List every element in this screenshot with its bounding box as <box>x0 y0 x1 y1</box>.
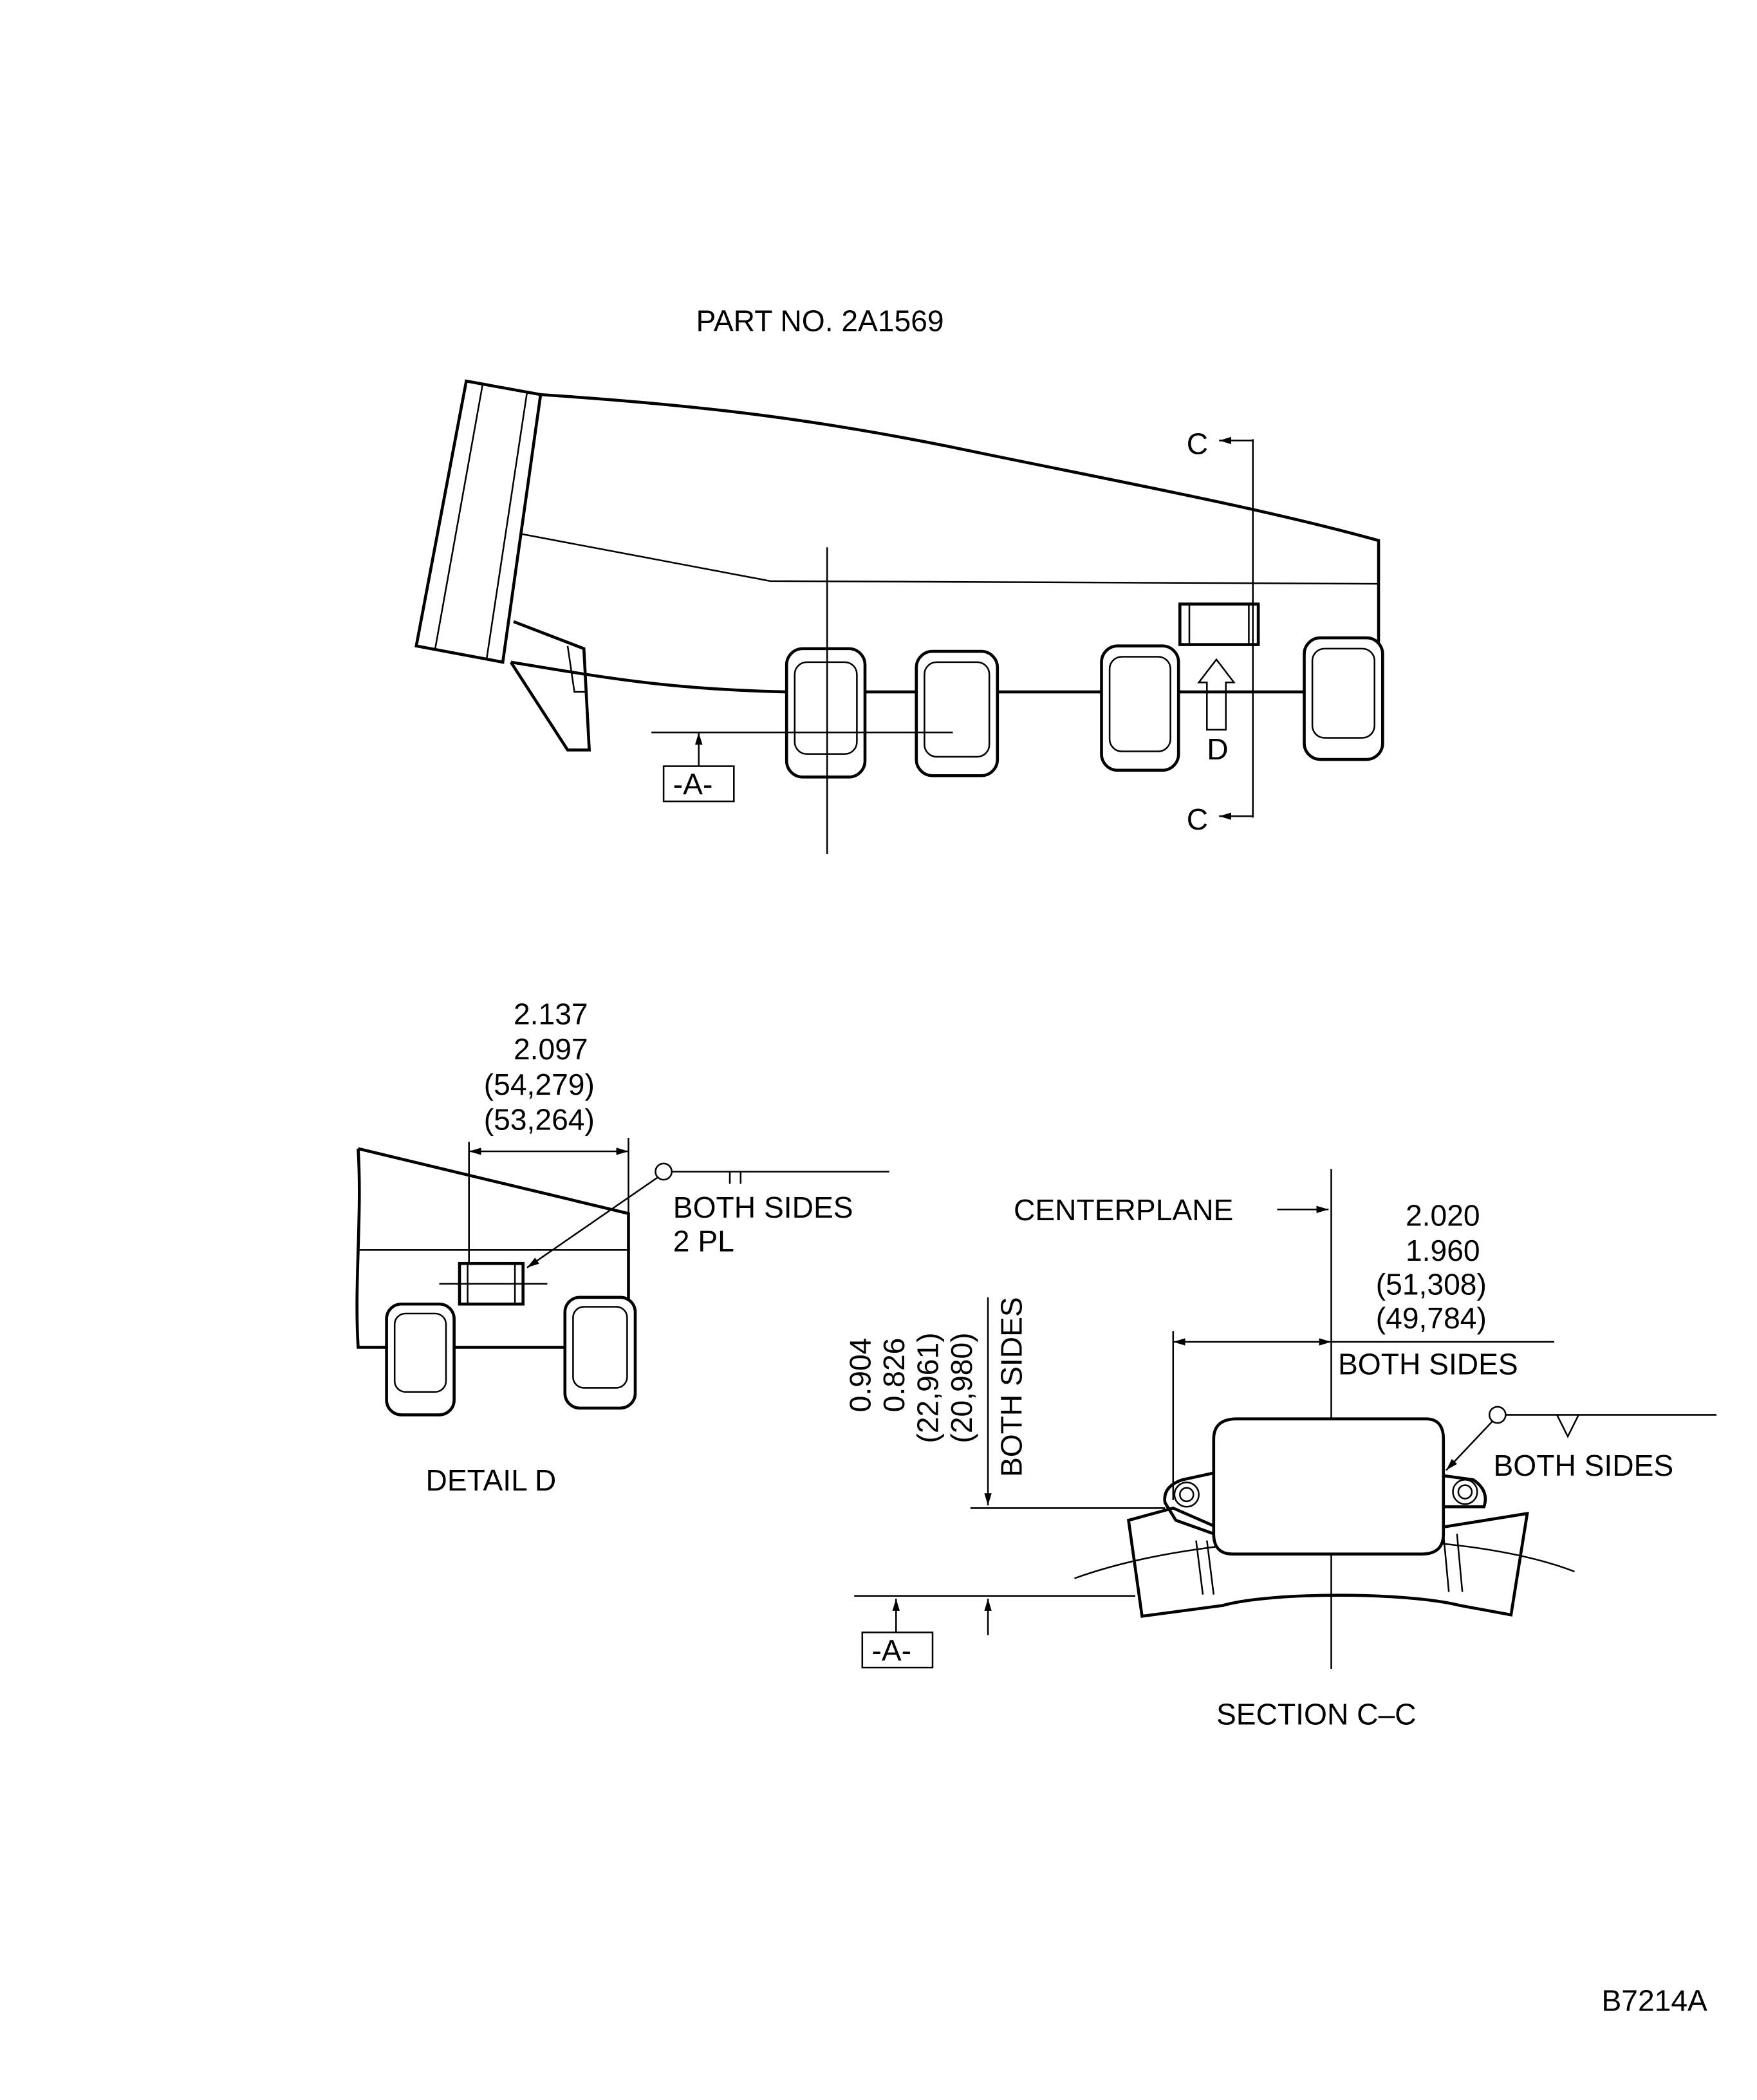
detail-d-label: D <box>1207 732 1228 766</box>
section-part <box>1074 1417 1575 1618</box>
detail-weld-count: 2 PL <box>673 1224 734 1258</box>
detail-d-arrow: D <box>1197 658 1236 766</box>
manifold-body <box>414 379 1380 752</box>
detail-dim-min-mm: (53,264) <box>484 1102 595 1136</box>
section-c-label-top: C <box>1187 427 1208 461</box>
width-max-mm: (51,308) <box>1376 1268 1487 1301</box>
width-note: BOTH SIDES <box>1338 1347 1518 1380</box>
height-note: BOTH SIDES <box>995 1297 1028 1477</box>
datum-a-section: -A- <box>861 1598 934 1669</box>
bracket-part <box>1178 602 1260 646</box>
section-weld-note: BOTH SIDES <box>1494 1449 1674 1482</box>
detail-dim-max-in: 2.137 <box>514 998 588 1031</box>
detail-d: 2.137 2.097 (54,279) (53,264) BOTH SIDES… <box>355 998 889 1497</box>
section-c-cut-line: C C <box>1187 427 1254 836</box>
datum-a-label: -A- <box>673 768 713 801</box>
height-max-in: 0.904 <box>843 1338 877 1413</box>
datum-a-label-section: -A- <box>872 1634 912 1668</box>
width-max-in: 2.020 <box>1406 1198 1480 1232</box>
main-view: PART NO. 2A1569 -A- <box>414 304 1384 855</box>
detail-weld-note: BOTH SIDES <box>673 1191 853 1224</box>
section-c-label-bottom: C <box>1187 803 1208 836</box>
width-min-mm: (49,784) <box>1376 1301 1487 1335</box>
width-min-in: 1.960 <box>1406 1234 1480 1267</box>
centerplane-label: CENTERPLANE <box>1014 1193 1233 1227</box>
height-min-in: 0.826 <box>877 1338 911 1413</box>
datum-a-main: -A- <box>662 732 735 803</box>
part-number-title: PART NO. 2A1569 <box>696 304 944 337</box>
height-max-mm: (22,961) <box>911 1333 944 1444</box>
section-cc-caption: SECTION C–C <box>1216 1697 1417 1731</box>
detail-d-caption: DETAIL D <box>426 1463 557 1497</box>
figure-id: B7214A <box>1602 1984 1708 2017</box>
port-flanges <box>785 636 1384 779</box>
height-min-mm: (20,980) <box>945 1333 978 1444</box>
height-dimension: 0.904 0.826 (22,961) (20,980) BOTH SIDES <box>843 1297 1166 1635</box>
detail-dim-min-in: 2.097 <box>514 1032 588 1066</box>
detail-dim-max-mm: (54,279) <box>484 1068 595 1101</box>
section-cc: CENTERPLANE 2.020 1.960 (51,308) (49,784… <box>843 1169 1716 1731</box>
